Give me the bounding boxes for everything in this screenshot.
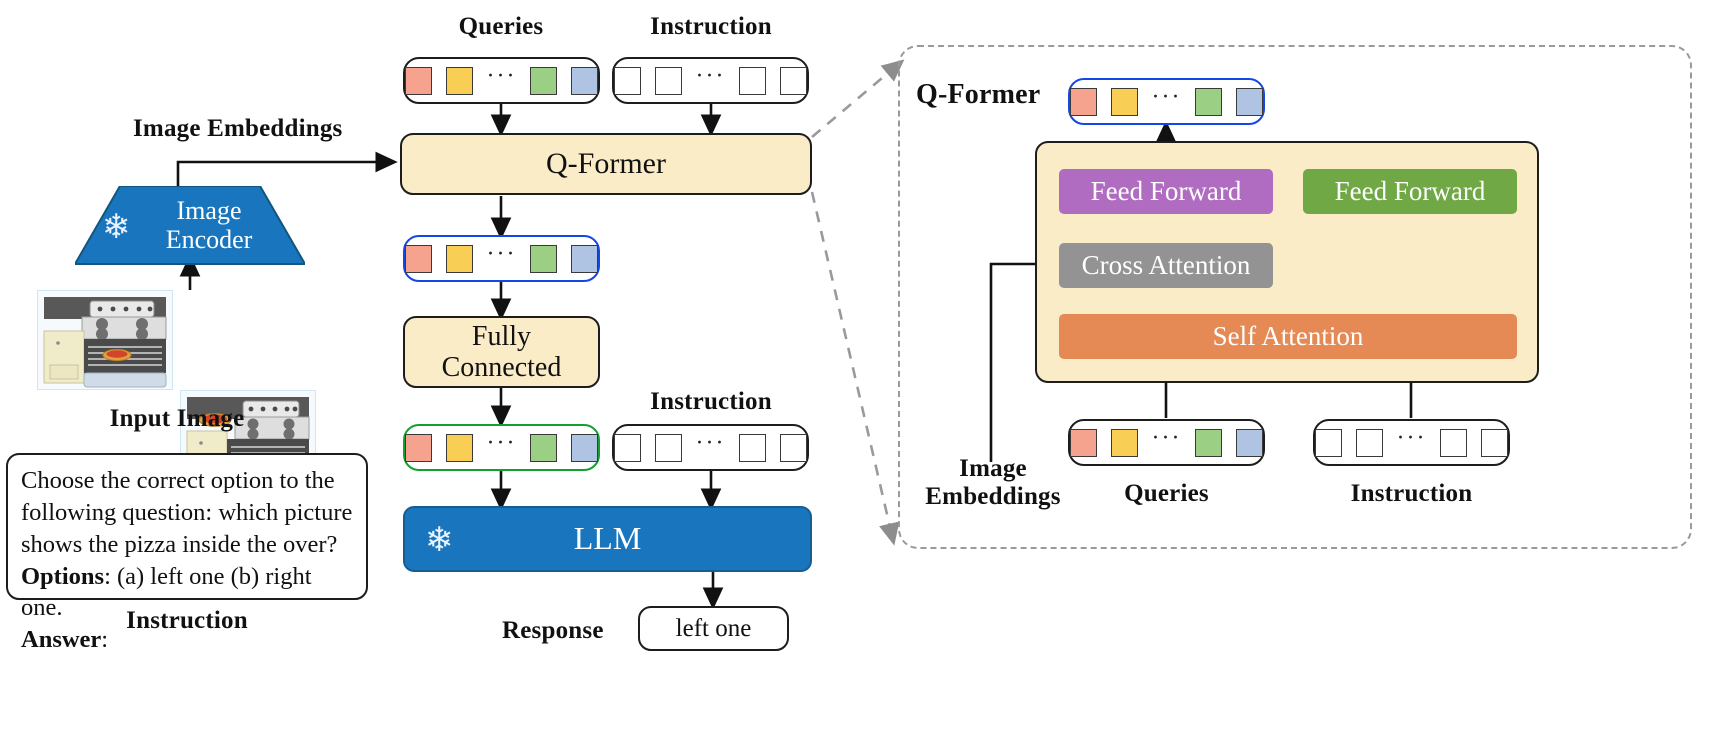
response-label: Response <box>502 617 604 644</box>
qformer-block[interactable]: Q-Former <box>400 133 812 195</box>
llm-block[interactable]: ❄ LLM <box>403 506 812 572</box>
instruction-mid-token-2 <box>654 433 682 462</box>
queries-label-main: Queries <box>458 13 544 40</box>
panel-query-token-yellow <box>1110 428 1138 457</box>
feed-forward-left-block[interactable]: Feed Forward <box>1059 169 1273 214</box>
panel-query-token-bluegray <box>1236 428 1263 457</box>
instruction-answer-row: Answer: <box>21 624 354 656</box>
ellipsis: ··· <box>1396 424 1427 451</box>
query-token-bluegray <box>571 66 598 95</box>
instruction-line-2: following question: which picture <box>21 498 353 526</box>
panel-queries-label: Queries <box>1124 480 1209 507</box>
query-token-yellow <box>445 66 473 95</box>
llm-input-token-yellow <box>445 433 473 462</box>
input-image-left[interactable] <box>37 290 173 390</box>
llm-input-token-box[interactable]: ··· <box>403 424 600 471</box>
qformer-output-token-box[interactable]: ··· <box>403 235 600 282</box>
instruction-card: Choose the correct option to the followi… <box>6 453 368 653</box>
instruction-label-top: Instruction <box>650 13 772 40</box>
panel-output-token-yellow <box>1110 87 1138 116</box>
image-encoder-label-line2: Encoder <box>165 225 253 255</box>
panel-image-embeddings-line2: Embeddings <box>925 483 1061 510</box>
snowflake-icon: ❄ <box>425 522 454 559</box>
image-encoder-block[interactable]: ❄ Image Encoder <box>75 186 305 266</box>
instruction-token-box-top[interactable]: ··· <box>612 57 809 104</box>
llm-input-token-bluegray <box>571 433 598 462</box>
llm-input-token-green <box>530 433 558 462</box>
image-embeddings-label: Image Embeddings <box>133 115 343 142</box>
panel-instruction-token-3 <box>1440 428 1468 457</box>
panel-query-token-salmon <box>1070 428 1097 457</box>
qformer-panel-title: Q-Former <box>916 79 1041 110</box>
stove-illustration-left <box>38 291 172 389</box>
queries-token-box-top[interactable]: ··· <box>403 57 600 104</box>
output-token-salmon <box>405 244 432 273</box>
response-box: left one <box>638 606 789 651</box>
options-text: : (a) left one (b) right one. <box>21 562 312 622</box>
instruction-label-mid: Instruction <box>650 388 772 415</box>
fully-connected-line1: Fully <box>471 320 532 352</box>
cross-attention-block[interactable]: Cross Attention <box>1059 243 1273 288</box>
fully-connected-block[interactable]: Fully Connected <box>403 316 600 388</box>
instruction-line-1: Choose the correct option to the <box>21 467 335 494</box>
instruction-token-2 <box>654 66 682 95</box>
ellipsis: ··· <box>486 429 517 456</box>
instruction-mid-token-4 <box>780 433 807 462</box>
panel-output-token-salmon <box>1070 87 1097 116</box>
feed-forward-right-label: Feed Forward <box>1334 176 1486 207</box>
panel-image-embeddings-label: Image Embeddings <box>900 455 1086 511</box>
response-value: left one <box>675 614 752 642</box>
fully-connected-line2: Connected <box>441 352 562 383</box>
panel-instruction-token-4 <box>1481 428 1508 457</box>
panel-image-embeddings-line1: Image <box>959 455 1027 482</box>
ellipsis: ··· <box>695 429 726 456</box>
instruction-token-3 <box>739 66 767 95</box>
panel-instruction-token-2 <box>1355 428 1383 457</box>
instruction-token-1 <box>614 66 641 95</box>
image-encoder-label-line1: Image <box>176 196 242 225</box>
cross-attention-label: Cross Attention <box>1081 250 1251 281</box>
query-token-green <box>530 66 558 95</box>
panel-queries-token-box[interactable]: ··· <box>1068 419 1265 466</box>
feed-forward-left-label: Feed Forward <box>1090 176 1242 207</box>
panel-instruction-token-1 <box>1315 428 1342 457</box>
ellipsis: ··· <box>486 240 517 267</box>
output-token-bluegray <box>571 244 598 273</box>
answer-label: Answer <box>21 626 102 654</box>
qformer-detail-panel <box>898 45 1692 549</box>
instruction-label-left: Instruction <box>126 607 248 634</box>
instruction-options-row: Options: (a) left one (b) right one. <box>21 561 354 625</box>
image-encoder-label: Image Encoder <box>139 196 279 254</box>
feed-forward-right-block[interactable]: Feed Forward <box>1303 169 1517 214</box>
ellipsis: ··· <box>695 62 726 89</box>
instruction-line-3: shows the pizza inside the over? <box>21 530 338 558</box>
panel-query-token-green <box>1195 428 1223 457</box>
output-token-yellow <box>445 244 473 273</box>
self-attention-label: Self Attention <box>1212 321 1364 352</box>
answer-text: : <box>101 626 109 654</box>
panel-instruction-label: Instruction <box>1350 480 1473 507</box>
input-image-label: Input Image <box>109 405 245 432</box>
ellipsis: ··· <box>1151 424 1182 451</box>
query-token-salmon <box>405 66 432 95</box>
output-token-green <box>530 244 558 273</box>
panel-output-token-bluegray <box>1236 87 1263 116</box>
instruction-mid-token-1 <box>614 433 641 462</box>
ellipsis: ··· <box>1151 83 1182 110</box>
panel-instruction-token-box[interactable]: ··· <box>1313 419 1510 466</box>
panel-output-token-green <box>1195 87 1223 116</box>
options-label: Options <box>21 562 105 590</box>
panel-output-token-box[interactable]: ··· <box>1068 78 1265 125</box>
qformer-label: Q-Former <box>546 147 666 181</box>
self-attention-block[interactable]: Self Attention <box>1059 314 1517 359</box>
instruction-token-box-mid[interactable]: ··· <box>612 424 809 471</box>
llm-input-token-salmon <box>405 433 432 462</box>
ellipsis: ··· <box>486 62 517 89</box>
instruction-token-4 <box>780 66 807 95</box>
snowflake-icon: ❄ <box>102 209 131 246</box>
image-encoder-shape <box>75 186 305 265</box>
instruction-mid-token-3 <box>739 433 767 462</box>
llm-label: LLM <box>573 520 642 557</box>
